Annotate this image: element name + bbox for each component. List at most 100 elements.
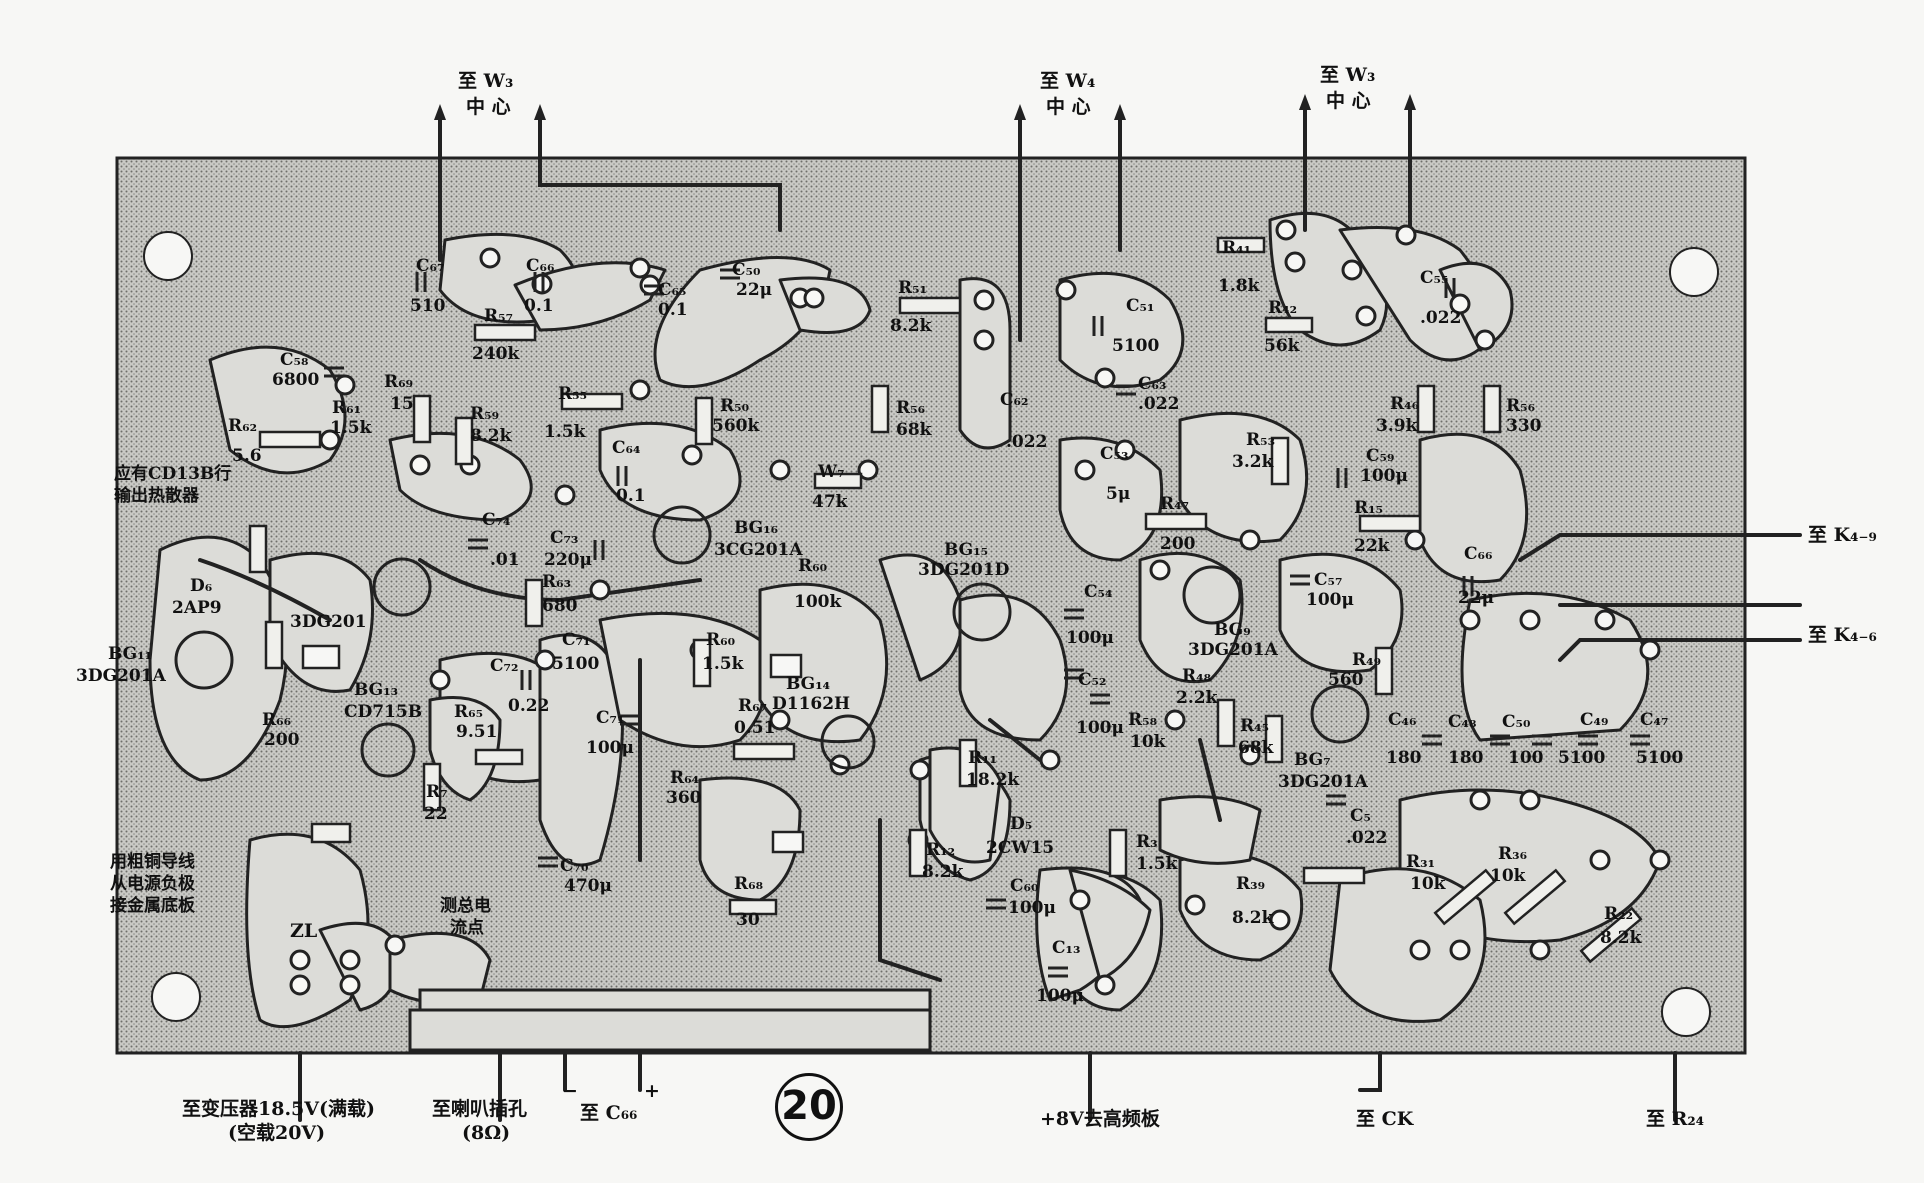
component-r60-value: 100k (794, 592, 842, 612)
component-c13-value: 100μ (1036, 986, 1084, 1006)
component-r39-ref: R₃₉ (1236, 874, 1266, 894)
component-c66-value: 0.1 (524, 296, 554, 316)
label-to-w3-left-1: 至 W₃ (458, 70, 514, 92)
mounting-holes (143, 231, 1719, 1037)
component-c47-value: 5100 (1636, 748, 1684, 768)
component-r65-ref: R₆₅ (454, 702, 484, 722)
component-c72-ref: C₇₂ (490, 656, 519, 676)
component-c67-ref: C₆₇ (416, 256, 445, 276)
component-r67-ref: R₆₇ (738, 696, 768, 716)
component-c66b-ref: C₆₆ (1464, 544, 1493, 564)
component-c59-value: 100μ (1360, 466, 1408, 486)
diode-d6-ref: D₆ (190, 576, 213, 596)
label-plus: + (644, 1080, 660, 1102)
component-c47-ref: C₄₇ (1640, 710, 1669, 730)
component-r56b-value: 330 (1506, 416, 1542, 436)
label-speaker-ohm: (8Ω) (462, 1122, 511, 1144)
label-to-c66: 至 C₆₆ (580, 1102, 638, 1124)
component-c53-value: 5μ (1106, 484, 1131, 504)
capacitor-symbols (324, 268, 1650, 978)
component-c51-value: 5100 (1112, 336, 1160, 356)
component-c63-ref: C₆₃ (1138, 374, 1167, 394)
component-r3-value: 1.5k (1136, 854, 1178, 874)
component-r60-ref: R₆₀ (798, 556, 828, 576)
component-c65-ref: C₆₅ (658, 280, 687, 300)
pcb-traces (198, 108, 1802, 1122)
transistor-bg9-type: 3DG201A (1188, 640, 1278, 660)
ground-bars (408, 988, 932, 1052)
label-to-k4-6: 至 K₄₋₆ (1808, 624, 1877, 646)
component-c74-value: .01 (490, 550, 520, 570)
component-r65-value: 9.51 (456, 722, 498, 742)
component-r45-value: 68k (1238, 738, 1274, 758)
component-c50b-ref: C₅₀ (1502, 712, 1531, 732)
note-current-2: 流点 (450, 918, 484, 938)
transistor-bg13-type: CD715B (344, 702, 423, 722)
component-r53-value: 3.2k (1232, 452, 1274, 472)
component-r59-value: 8.2k (470, 426, 512, 446)
label-8v-hf-board: +8V去高频板 (1040, 1108, 1160, 1130)
note-current-1: 测总电 (440, 896, 491, 916)
component-c57-ref: C₅₇ (1314, 570, 1343, 590)
component-r58-value: 10k (1130, 732, 1166, 752)
component-r51-value: 8.2k (890, 316, 932, 336)
transistor-bg14-ref: BG₁₄ (786, 674, 831, 694)
component-c49-value: 5100 (1558, 748, 1606, 768)
component-r61-value: 1.5k (330, 418, 372, 438)
component-r58-ref: R₅₈ (1128, 710, 1158, 730)
component-r39-value: 8.2k (1232, 908, 1274, 928)
component-c66b-value: 22μ (1458, 588, 1495, 608)
component-r15-value: 22k (1354, 536, 1390, 556)
transistor-bg16-type: 3CG201A (714, 540, 803, 560)
component-r48-ref: R₄₈ (1182, 666, 1212, 686)
note-heatsink-1: 应有CD13B行 (114, 464, 232, 484)
component-r7-ref: R₇ (426, 782, 448, 802)
component-r3-ref: R₃ (1136, 832, 1158, 852)
component-c60-value: 100μ (1008, 898, 1056, 918)
component-r62-value: 5.6 (232, 446, 262, 466)
transistor-bg7-ref: BG₇ (1294, 750, 1331, 770)
component-r60b-ref: R₆₀ (706, 630, 736, 650)
component-r22-value: 8.2k (1600, 928, 1642, 948)
component-c50-value: 22μ (736, 280, 773, 300)
component-c67-value: 510 (410, 296, 446, 316)
transistor-bg12-type: 3DG201 (290, 612, 367, 632)
label-speaker-jack: 至喇叭插孔 (432, 1098, 528, 1120)
transistor-symbols (174, 505, 1370, 778)
label-to-ck: 至 CK (1356, 1108, 1414, 1130)
component-r42-ref: R₄₂ (1268, 298, 1298, 318)
component-r11-ref: R₁₁ (968, 748, 998, 768)
component-c64-ref: C₆₄ (612, 438, 641, 458)
component-c46-ref: C₄₆ (1388, 710, 1417, 730)
component-r56b-ref: R₅₆ (1506, 396, 1536, 416)
component-r11-value: 18.2k (966, 770, 1020, 790)
component-r46-ref: R₄₆ (1390, 394, 1420, 414)
component-r41-ref: R₄₁ (1222, 238, 1252, 258)
component-r7-value: 22 (424, 804, 448, 824)
component-r69-ref: R₆₉ (384, 372, 414, 392)
transistor-bg14-type: D1162H (772, 694, 851, 714)
component-r51-ref: R₅₁ (898, 278, 928, 298)
component-r31-value: 10k (1410, 874, 1446, 894)
component-r50-value: 560k (712, 416, 760, 436)
transistor-bg16-ref: BG₁₆ (734, 518, 779, 538)
note-heatsink-2: 输出热散器 (114, 486, 199, 506)
component-r60b-value: 1.5k (702, 654, 744, 674)
label-to-w4-2: 中 心 (1046, 96, 1091, 118)
transistor-bg13-ref: BG₁₃ (354, 680, 399, 700)
component-r47-ref: R₄₇ (1160, 494, 1190, 514)
component-r69-value: 15 (390, 394, 414, 414)
transistor-bg7-type: 3DG201A (1278, 772, 1368, 792)
transistor-bg11-type: 3DG201A (76, 666, 166, 686)
component-r12-ref: R₁₂ (926, 840, 956, 860)
component-c58-value: 6800 (272, 370, 320, 390)
component-r47-value: 200 (1160, 534, 1196, 554)
figure-number: 20 (775, 1073, 843, 1141)
component-c54-ref: C₅₄ (1084, 582, 1113, 602)
transistor-bg15-ref: BG₁₅ (944, 540, 989, 560)
component-c54-value: 100μ (1066, 628, 1114, 648)
component-c73-ref: C₇₃ (550, 528, 579, 548)
diode-d5-ref: D₅ (1010, 814, 1033, 834)
connection-arrows (434, 94, 1416, 120)
component-c71a-ref: C₇₁ (562, 630, 591, 650)
